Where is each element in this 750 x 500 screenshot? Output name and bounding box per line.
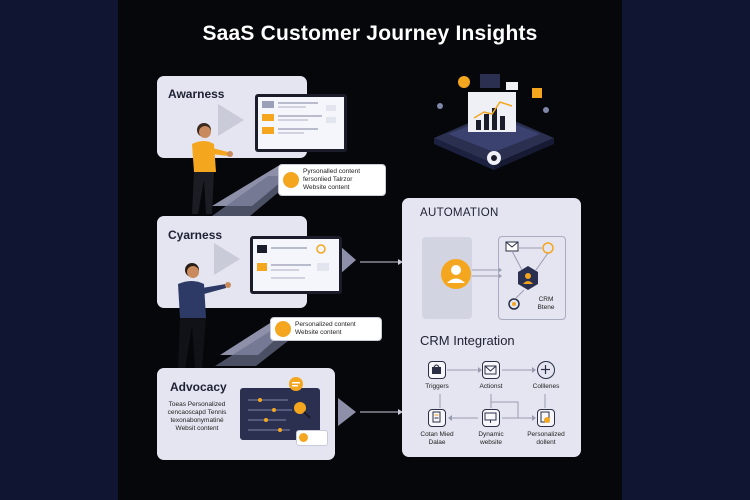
bubble-line: Pyrsonalled content xyxy=(303,168,361,175)
bag-icon xyxy=(428,361,446,379)
crm-node-label: Triggers xyxy=(425,383,449,390)
side-text-line: Toeas Personalized xyxy=(168,401,226,408)
crm-node-label-line: Dynamic xyxy=(478,431,504,438)
page-title: SaaS Customer Journey Insights xyxy=(202,22,538,45)
crm-label: CRM Btene xyxy=(534,296,558,312)
side-text-line: cencaoscapd Tennis xyxy=(167,409,227,416)
avatar xyxy=(283,172,299,188)
crm-node-label-line: website xyxy=(479,439,503,446)
crm-node-label-line: Personalized xyxy=(527,431,565,438)
crm-label-line: CRM xyxy=(538,296,554,303)
side-text-line: texonabonymatiné xyxy=(170,417,224,424)
gear-doc-icon xyxy=(537,409,555,427)
awareness-monitor xyxy=(255,94,347,152)
right-background xyxy=(622,0,750,500)
crm-network-icon xyxy=(505,241,554,310)
stage-awareness-label: Awarness xyxy=(168,87,225,101)
bubble-line: Website content xyxy=(303,184,350,191)
crm-node-label: Colllenes xyxy=(532,383,560,390)
avatar xyxy=(275,321,291,337)
crm-node-label-line: dollent xyxy=(536,439,556,446)
bubble-line: Website content xyxy=(295,329,342,336)
user-circle-icon xyxy=(441,259,471,289)
crm-node-label: Actionst xyxy=(479,383,503,390)
avatar xyxy=(299,433,308,442)
left-background xyxy=(0,0,118,500)
awareness-content-bubble: Pyrsonalled content fersonlied Talrzor W… xyxy=(278,164,386,196)
automation-title: AUTOMATION xyxy=(420,207,499,219)
crm-flow-lines xyxy=(439,367,546,421)
crm-node-label-line: Cotan Mied xyxy=(420,431,454,438)
crm-label-line: Btene xyxy=(537,304,555,311)
advocacy-dashboard xyxy=(240,388,320,440)
cyarness-monitor xyxy=(250,236,342,294)
monitor-content-icon xyxy=(262,101,336,134)
person-cyarness-icon xyxy=(178,263,231,368)
dashboard-chart-icon xyxy=(248,398,311,432)
bubble-line: Personalized content xyxy=(295,321,356,328)
crm-node-label-line: Dalae xyxy=(428,439,446,446)
automation-arrows xyxy=(472,267,502,279)
crm-integration-title: CRM Integration xyxy=(420,333,515,348)
mail-icon xyxy=(482,361,500,379)
stage-cyarness-label: Cyarness xyxy=(168,228,223,242)
crm-node-label: Dynamic website xyxy=(461,431,521,447)
document-icon xyxy=(428,409,446,427)
side-text-line: Websit content xyxy=(175,425,219,432)
crm-node-label: Cotan Mied Dalae xyxy=(407,431,467,447)
person-awareness-icon xyxy=(192,123,233,214)
stage-advocacy-label: Advocacy xyxy=(170,380,227,394)
bubble-line: fersonlied Talrzor xyxy=(303,176,353,183)
isometric-dashboard-icon xyxy=(434,74,554,170)
monitor-content-icon xyxy=(257,244,329,279)
plus-circle-icon xyxy=(537,361,555,379)
advocacy-side-text: Toeas Personalized cencaoscapd Tennis te… xyxy=(162,401,232,433)
advocacy-profile-card xyxy=(296,430,328,446)
play-triangle-icon xyxy=(218,104,244,136)
chat-bubble-icon xyxy=(289,377,303,391)
monitor-icon xyxy=(482,409,500,427)
crm-node-label: Personalized dollent xyxy=(516,431,576,447)
cyarness-content-bubble: Personalized content Website content xyxy=(270,317,382,341)
play-triangle-icon xyxy=(214,243,240,275)
crm-block-card xyxy=(498,236,566,320)
